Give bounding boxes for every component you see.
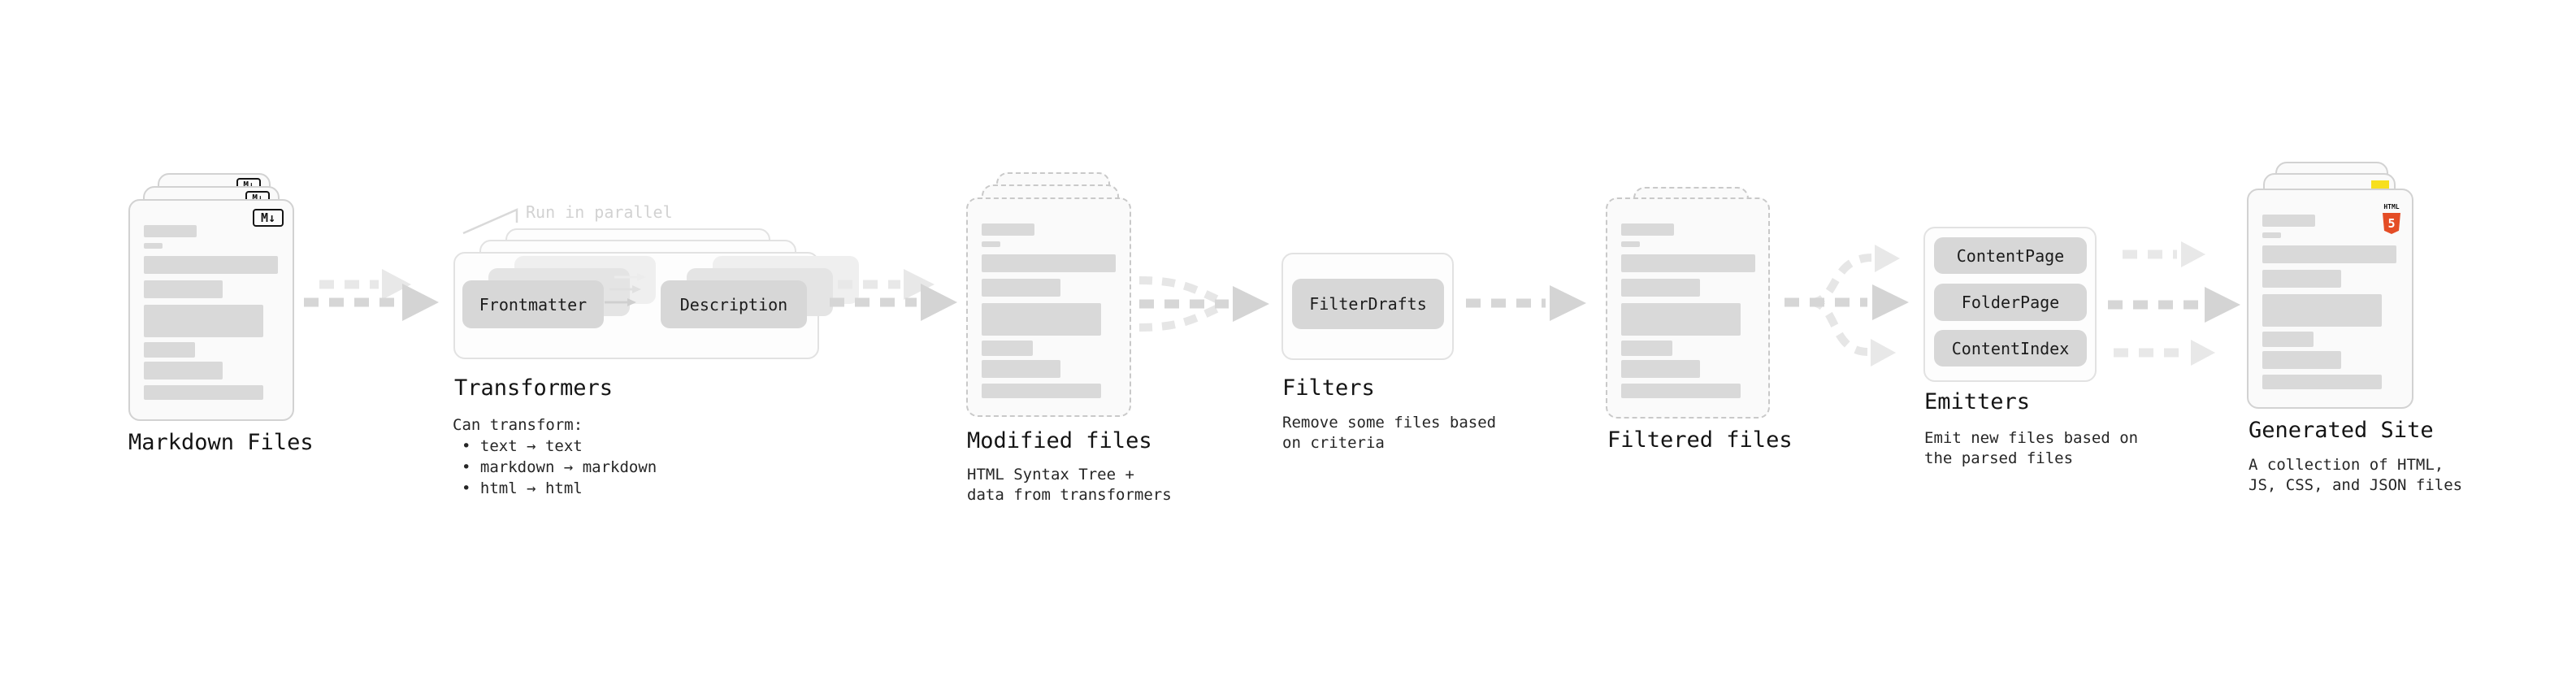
stage-title-transformers: Transformers [454, 375, 614, 401]
html5-icon-label: HTML [2383, 203, 2400, 210]
text-placeholder-bar [1621, 360, 1700, 378]
text-placeholder-bar [2262, 294, 2382, 327]
transformers-list-item: • markdown → markdown [462, 458, 657, 476]
arrow-markdown-to-transformers [304, 269, 439, 321]
text-placeholder-bar [2262, 270, 2341, 288]
text-placeholder-bar [982, 279, 1060, 297]
text-placeholder-bar [144, 225, 197, 237]
text-placeholder-bar [982, 254, 1116, 272]
stage-title-filters: Filters [1282, 375, 1375, 401]
generated-site-description: A collection of HTML, [2249, 456, 2444, 474]
text-placeholder-bar [144, 280, 223, 298]
html5-number: 5 [2387, 216, 2396, 231]
text-placeholder-bar [1621, 241, 1640, 247]
text-placeholder-bar [1621, 254, 1755, 272]
js-badge [2371, 180, 2389, 189]
html5-icon: HTML 5 [2381, 197, 2402, 234]
description-pill: Description [661, 280, 807, 328]
filtered-file-card [1606, 197, 1770, 419]
html5-shield: 5 [2383, 213, 2400, 234]
modified-files-description: HTML Syntax Tree + [967, 466, 1134, 484]
frontmatter-pill: Frontmatter [462, 280, 604, 328]
stage-title-generated-site: Generated Site [2249, 418, 2434, 443]
filters-description: Remove some files based [1282, 414, 1497, 432]
text-placeholder-bar [2262, 351, 2341, 369]
arrow-filtered-to-emitters [1785, 245, 1909, 367]
text-placeholder-bar [982, 340, 1033, 356]
text-placeholder-bar [982, 303, 1101, 336]
arrow-emitters-to-generated [2108, 241, 2240, 366]
arrow-filters-to-filtered [1466, 285, 1586, 321]
text-placeholder-bar [1621, 384, 1741, 398]
text-placeholder-bar [144, 305, 263, 337]
text-placeholder-bar [1621, 303, 1741, 336]
run-in-parallel-connector [462, 208, 518, 235]
text-placeholder-bar [1621, 279, 1700, 297]
text-placeholder-bar [982, 384, 1101, 398]
text-placeholder-bar [144, 342, 195, 358]
transformers-list-item: • html → html [462, 479, 583, 497]
text-placeholder-bar [2262, 332, 2314, 347]
text-placeholder-bar [144, 243, 163, 249]
text-placeholder-bar [2262, 232, 2281, 238]
text-placeholder-bar [2262, 215, 2315, 227]
transformers-list-item: • text → text [462, 437, 583, 455]
text-placeholder-bar [1621, 223, 1674, 236]
modified-file-card [966, 197, 1131, 417]
markdown-icon: M↓ [253, 209, 284, 227]
emitters-description: Emit new files based on [1924, 429, 2139, 447]
stage-title-filtered-files: Filtered files [1607, 427, 1793, 453]
markdown-file-card: M↓ [128, 199, 294, 421]
filterdrafts-pill: FilterDrafts [1292, 279, 1444, 329]
stage-title-modified-files: Modified files [967, 428, 1152, 453]
text-placeholder-bar [982, 223, 1034, 236]
text-placeholder-bar [982, 241, 1000, 247]
filters-description: on criteria [1282, 434, 1385, 452]
run-in-parallel-label: Run in parallel [526, 202, 673, 222]
text-placeholder-bar [1621, 340, 1672, 356]
contentpage-pill: ContentPage [1934, 237, 2087, 274]
text-placeholder-bar [2262, 245, 2396, 263]
modified-files-description: data from transformers [967, 486, 1172, 504]
transformers-list-heading: Can transform: [453, 416, 583, 434]
stage-title-markdown-files: Markdown Files [128, 430, 314, 455]
contentindex-pill: ContentIndex [1934, 330, 2087, 367]
generated-file-card-html: HTML 5 [2247, 189, 2413, 409]
text-placeholder-bar [144, 385, 263, 400]
emitters-description: the parsed files [1924, 449, 2074, 467]
text-placeholder-bar [144, 362, 223, 380]
text-placeholder-bar [144, 256, 278, 274]
folderpage-pill: FolderPage [1934, 284, 2087, 321]
arrow-modified-to-filters [1138, 276, 1269, 332]
text-placeholder-bar [2262, 375, 2382, 389]
generated-site-description: JS, CSS, and JSON files [2249, 476, 2463, 494]
stage-title-emitters: Emitters [1924, 389, 2031, 414]
text-placeholder-bar [982, 360, 1060, 378]
